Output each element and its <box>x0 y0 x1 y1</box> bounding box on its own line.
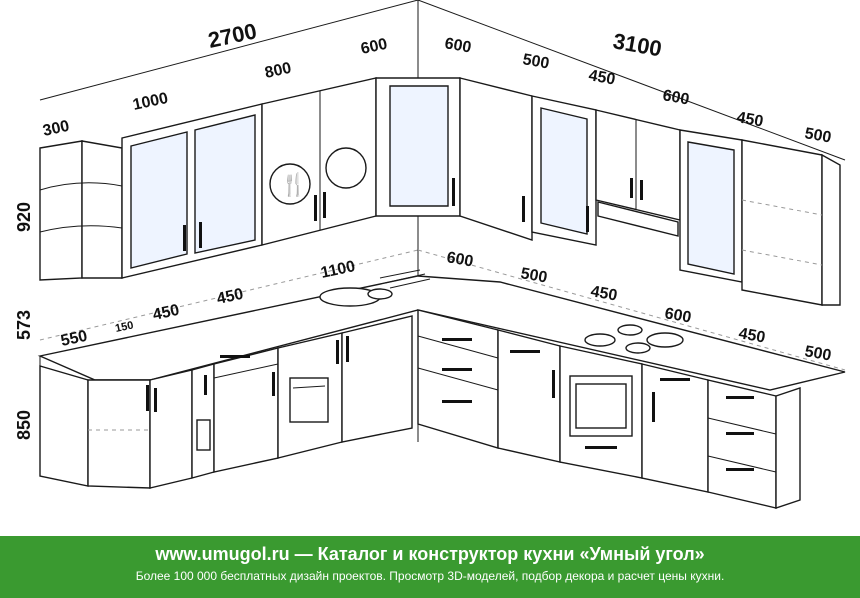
dim-lower-right-6: 500 <box>803 343 832 364</box>
dim-lower-right-2: 500 <box>519 265 548 286</box>
upper-cabinet-800: 🍴 <box>261 77 377 246</box>
upper-cabinet-right-1 <box>459 77 533 241</box>
dim-height-gap: 573 <box>14 310 34 340</box>
dim-upper-left-total: 2700 <box>206 18 259 53</box>
dim-lower-left-5: 1100 <box>319 258 357 282</box>
dim-lower-right-3: 450 <box>589 283 618 304</box>
lower-sink-cabinet <box>341 315 413 443</box>
lower-cabinet-450-right <box>641 363 709 493</box>
dim-upper-right-4: 600 <box>661 87 690 108</box>
dim-upper-right-1: 600 <box>443 35 472 56</box>
lower-left-dimensions: 550 150 450 450 1100 <box>59 258 357 350</box>
dim-upper-left-1: 300 <box>41 118 71 140</box>
footer-subtitle: Более 100 000 бесплатных дизайн проектов… <box>135 569 725 583</box>
upper-right-total-dimension: 3100 <box>611 28 664 61</box>
lower-corner-drawers <box>417 309 499 449</box>
lower-drawers-right <box>707 379 777 509</box>
lower-dishwasher <box>277 332 343 459</box>
lower-end-panel <box>775 387 801 509</box>
upper-glass-cabinet-right <box>531 95 597 246</box>
dim-lower-right-5: 450 <box>737 325 766 346</box>
dim-height-upper: 920 <box>14 202 34 232</box>
dim-upper-right-3: 450 <box>587 67 616 88</box>
upper-cabinet-hood <box>595 109 681 237</box>
dim-upper-right-total: 3100 <box>611 28 664 61</box>
dim-lower-left-4: 450 <box>215 286 245 308</box>
kitchen-drawing: 🍴 <box>14 0 846 509</box>
lower-cabinet-450 <box>149 369 193 489</box>
dim-upper-right-6: 500 <box>803 125 832 146</box>
upper-glass-cabinet-right-2 <box>679 129 748 283</box>
lower-cabinet-500 <box>497 329 561 463</box>
dim-upper-left-3: 800 <box>263 60 293 82</box>
footer-title[interactable]: www.umugol.ru — Каталог и конструктор ку… <box>155 544 705 564</box>
upper-cabinet-right-end <box>741 139 841 306</box>
dim-height-lower: 850 <box>14 410 34 440</box>
countertop <box>37 269 846 391</box>
footer-banner: www.umugol.ru — Каталог и конструктор ку… <box>0 536 860 598</box>
upper-glass-cabinet-1000 <box>121 103 263 279</box>
upper-corner-glass-cabinet <box>375 77 461 217</box>
svg-text:🍴: 🍴 <box>280 172 307 198</box>
upper-left-total-dimension: 2700 <box>206 18 259 53</box>
dim-lower-left-1: 550 <box>59 328 89 350</box>
upper-left-dimensions: 300 1000 800 600 <box>41 36 389 140</box>
lower-oven-cabinet <box>559 345 643 479</box>
dim-lower-left-2: 150 <box>114 319 134 335</box>
dim-upper-left-2: 1000 <box>131 90 169 114</box>
lower-corner-cabinet <box>39 365 151 489</box>
lower-drawers-left <box>213 347 279 473</box>
lower-bottle-rack <box>191 363 215 479</box>
lower-right-dimensions: 600 500 450 600 450 500 <box>445 249 832 364</box>
dim-upper-left-4: 600 <box>359 36 389 58</box>
dim-lower-left-3: 450 <box>151 302 181 324</box>
height-dimensions: 920 573 850 <box>14 202 34 440</box>
dim-lower-right-1: 600 <box>445 249 474 270</box>
upper-right-dimensions: 600 500 450 600 450 500 <box>443 35 832 146</box>
upper-open-shelf <box>39 140 123 281</box>
dim-upper-right-5: 450 <box>735 109 764 130</box>
dim-lower-right-4: 600 <box>663 305 692 326</box>
dim-upper-right-2: 500 <box>521 51 550 72</box>
